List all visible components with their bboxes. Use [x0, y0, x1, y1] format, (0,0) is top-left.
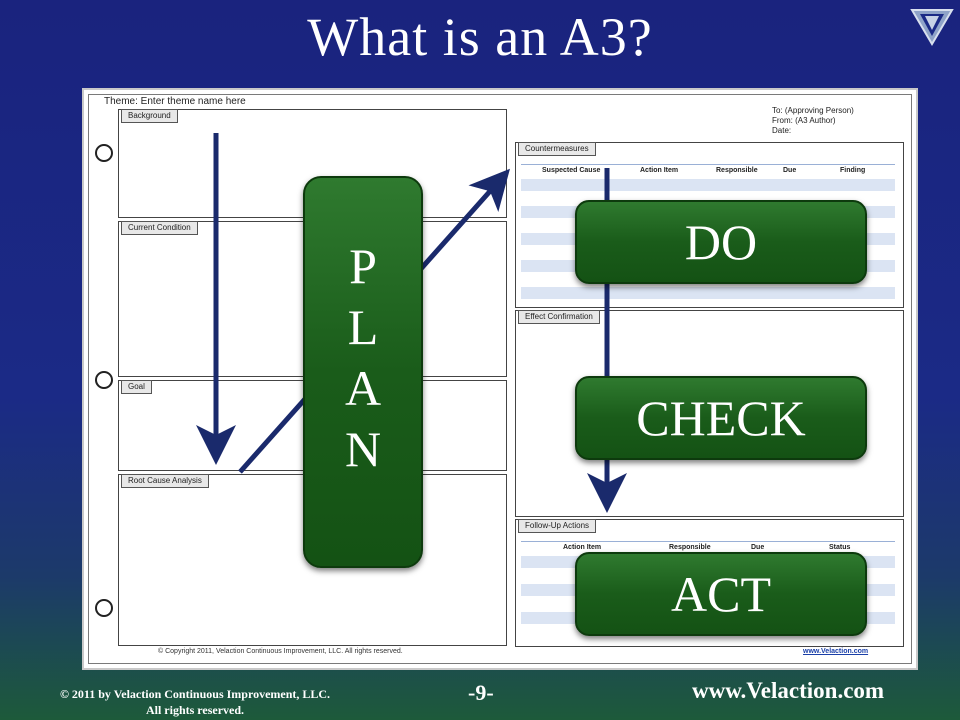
binder-hole-top	[95, 144, 113, 162]
theme-label: Theme: Enter theme name here	[104, 96, 246, 107]
page-number: -9-	[468, 680, 494, 705]
root-cause-label: Root Cause Analysis	[121, 474, 209, 488]
velaction-v-logo-icon	[910, 9, 954, 46]
a3-footer-link[interactable]: www.Velaction.com	[803, 648, 869, 655]
check-pill: CHECK	[575, 376, 867, 460]
cm-col-responsible: Responsible	[716, 167, 758, 174]
website-link[interactable]: www.Velaction.com	[692, 678, 885, 703]
to-label: To: (Approving Person)	[772, 106, 854, 115]
do-label: DO	[684, 214, 758, 270]
slide-title: What is an A3?	[307, 7, 653, 67]
a3-sheet-border	[88, 94, 912, 664]
slide-copyright-line2: All rights reserved.	[145, 703, 245, 717]
a3-footer-copyright: © Copyright 2011, Velaction Continuous I…	[158, 648, 403, 655]
background-label: Background	[121, 109, 178, 123]
goal-label: Goal	[121, 380, 152, 394]
plan-pill: P L A N	[303, 176, 423, 568]
effect-confirmation-label: Effect Confirmation	[518, 310, 600, 324]
countermeasures-table-rule	[521, 164, 895, 165]
from-label: From: (A3 Author)	[772, 116, 836, 125]
current-condition-label: Current Condition	[121, 221, 198, 235]
cm-col-action-item: Action Item	[640, 167, 679, 174]
cm-col-due: Due	[783, 167, 797, 174]
check-label: CHECK	[636, 390, 806, 446]
follow-up-label: Follow-Up Actions	[518, 519, 597, 533]
fu-col-due: Due	[751, 544, 765, 551]
slide-copyright: © 2011 by Velaction Continuous Improveme…	[10, 686, 380, 718]
act-pill: ACT	[575, 552, 867, 636]
do-pill: DO	[575, 200, 867, 284]
date-label: Date:	[772, 126, 792, 135]
fu-col-status: Status	[829, 544, 851, 551]
countermeasures-label: Countermeasures	[518, 142, 596, 156]
cm-col-suspected-cause: Suspected Cause	[542, 167, 601, 174]
plan-letter-n: N	[344, 421, 382, 477]
act-label: ACT	[671, 566, 771, 622]
binder-hole-bottom	[95, 599, 113, 617]
plan-letter-p: P	[349, 238, 377, 294]
header-info: To: (Approving Person) From: (A3 Author)…	[772, 106, 854, 136]
plan-letter-l: L	[347, 299, 379, 355]
plan-letter-a: A	[344, 360, 382, 416]
followup-table-rule	[521, 541, 895, 542]
fu-col-action-item: Action Item	[563, 544, 602, 551]
binder-hole-middle	[95, 371, 113, 389]
fu-col-responsible: Responsible	[669, 544, 711, 551]
slide-copyright-line1: © 2011 by Velaction Continuous Improveme…	[59, 687, 331, 701]
cm-col-finding: Finding	[840, 167, 866, 174]
table-row	[521, 179, 895, 191]
table-row	[521, 287, 895, 299]
